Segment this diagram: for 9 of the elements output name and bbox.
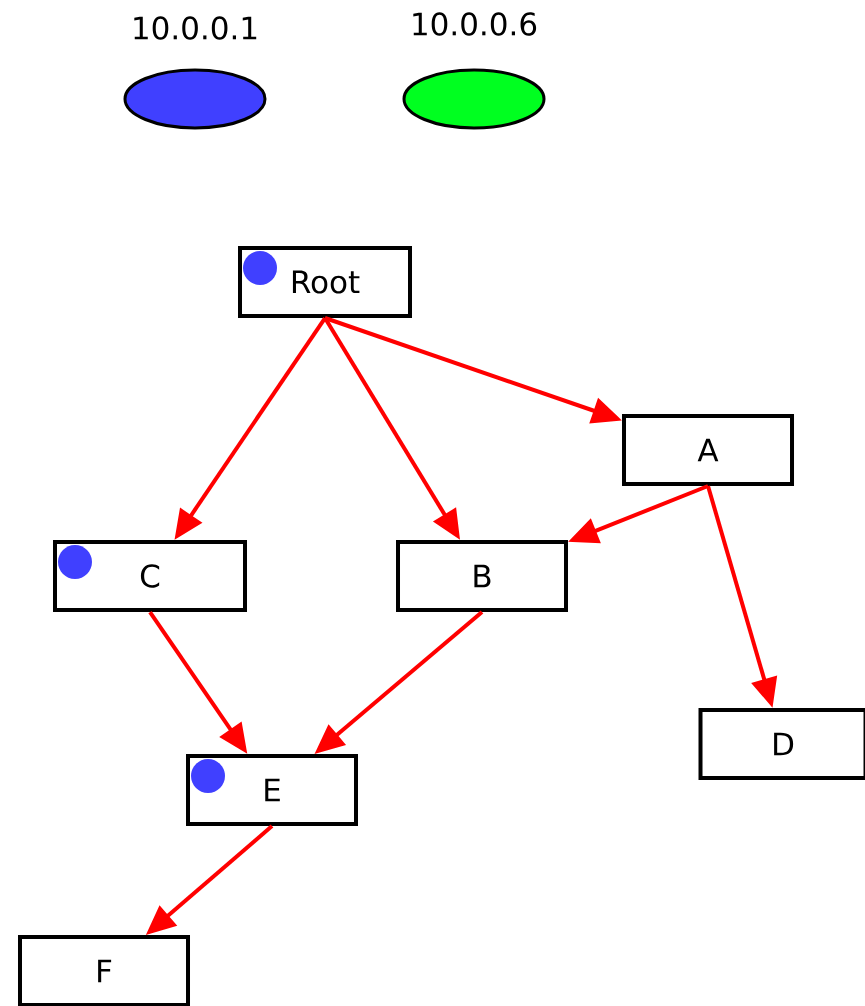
node-box: E	[186, 754, 358, 826]
node-box: Root	[238, 246, 412, 318]
node-box: D	[698, 708, 865, 780]
legend-label: 10.0.0.1	[134, 16, 257, 40]
legend-label: 10.0.0.6	[413, 12, 537, 36]
node-box: C	[53, 540, 247, 612]
node-box: B	[396, 540, 568, 612]
node-box: A	[622, 414, 794, 486]
node-box: F	[18, 935, 190, 1006]
